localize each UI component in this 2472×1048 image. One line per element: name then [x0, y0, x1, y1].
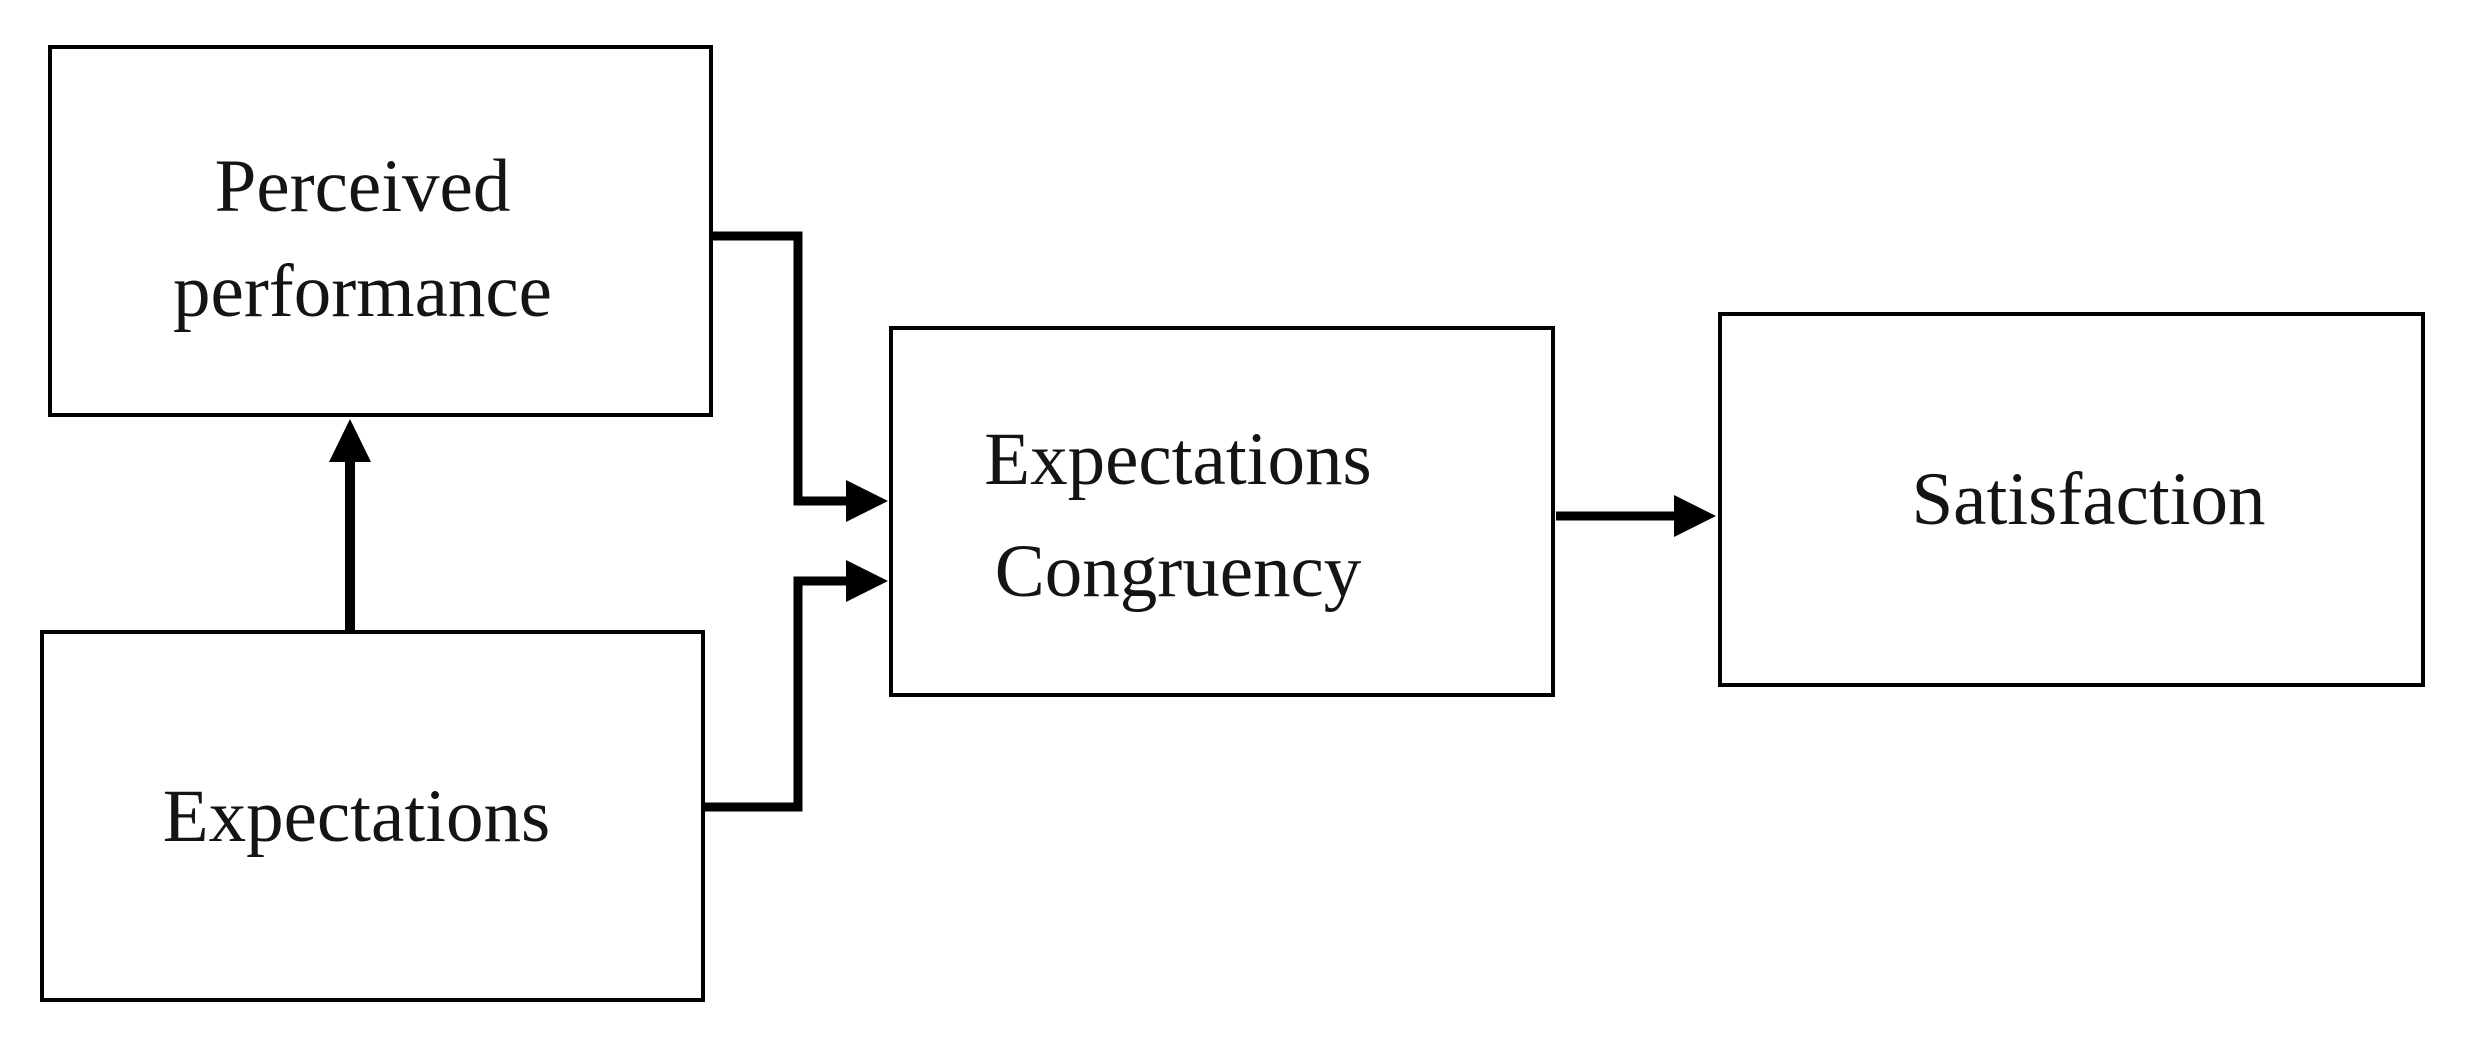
arrow-perceived-performance-to-congruency: [713, 231, 888, 522]
label-line: Congruency: [994, 529, 1362, 613]
node-satisfaction: Satisfaction: [1718, 312, 2425, 687]
node-expectations-congruency: Expectations Congruency: [889, 326, 1555, 697]
arrow-congruency-to-satisfaction: [1556, 495, 1716, 537]
arrow-expectations-to-perceived-performance: [329, 419, 371, 632]
label-line: Expectations: [984, 417, 1372, 501]
node-perceived-performance: Perceived performance: [48, 45, 713, 417]
label-line: performance: [173, 250, 552, 333]
node-expectations-label: Expectations: [163, 764, 550, 869]
label-line: Expectations: [162, 774, 551, 858]
node-perceived-performance-label: Perceived performance: [173, 134, 552, 344]
arrow-expectations-to-congruency: [705, 560, 888, 812]
label-line: Perceived: [214, 145, 511, 228]
node-expectations-congruency-label: Expectations Congruency: [984, 404, 1371, 628]
node-satisfaction-label: Satisfaction: [1911, 447, 2265, 552]
node-expectations: Expectations: [40, 630, 705, 1002]
label-line: Satisfaction: [1911, 458, 2266, 541]
